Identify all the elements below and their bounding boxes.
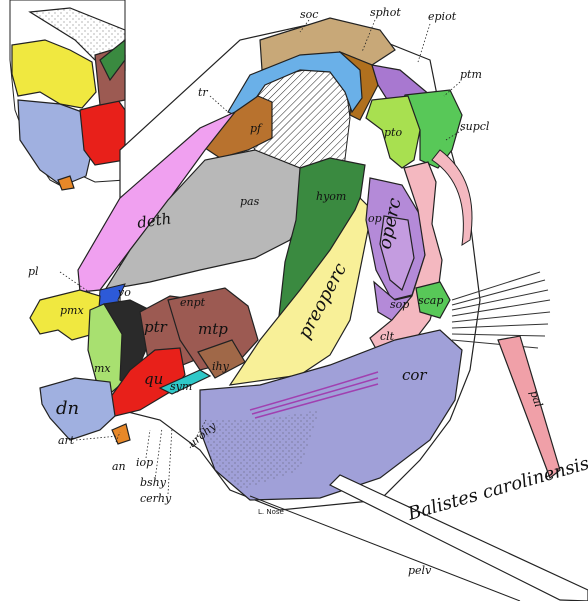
bone-dn bbox=[39, 377, 116, 441]
label-sphot: sphot bbox=[370, 6, 401, 19]
inset-view bbox=[9, 0, 126, 191]
label-deth: deth bbox=[136, 209, 172, 232]
label-sym: sym bbox=[170, 380, 192, 393]
bone-pal bbox=[497, 335, 561, 479]
bone-tr bbox=[227, 51, 363, 119]
label-mx: mx bbox=[94, 362, 111, 375]
label-pmx: pmx bbox=[60, 304, 84, 317]
label-pelv: pelv bbox=[408, 564, 432, 577]
bone-deth bbox=[77, 111, 236, 293]
label-an: an bbox=[112, 460, 126, 473]
bone-art bbox=[111, 423, 131, 445]
inset-dentary bbox=[17, 99, 93, 187]
label-clt: clt bbox=[380, 330, 395, 343]
cor-stipple bbox=[205, 410, 320, 490]
label-vo: vo bbox=[118, 286, 131, 299]
label-cor: cor bbox=[402, 366, 427, 384]
bone-scap bbox=[415, 281, 451, 319]
figure-title: Balistes carolinensis bbox=[405, 453, 588, 525]
label-op: op bbox=[368, 212, 382, 225]
label-ihy: ihy bbox=[212, 360, 230, 373]
label-bshy: bshy bbox=[140, 476, 167, 489]
label-enpt: enpt bbox=[180, 296, 206, 309]
inset-premaxilla bbox=[11, 39, 97, 109]
label-soc: soc bbox=[300, 8, 318, 21]
label-pto: pto bbox=[384, 126, 402, 139]
inset-hyom-strip bbox=[99, 38, 126, 82]
label-pal: pal bbox=[527, 389, 545, 410]
label-supcl: supcl bbox=[460, 120, 490, 133]
bone-operc-inner bbox=[379, 215, 415, 292]
label-scap: scap bbox=[418, 294, 443, 307]
label-art: art bbox=[58, 434, 75, 447]
bone-supcl bbox=[431, 149, 473, 246]
label-ptm: ptm bbox=[460, 68, 482, 81]
label-tr: tr bbox=[198, 86, 208, 99]
bone-pelv bbox=[328, 474, 588, 601]
label-hyom: hyom bbox=[316, 190, 346, 203]
branchiostegals bbox=[249, 371, 379, 419]
label-iop: iop bbox=[136, 456, 153, 469]
label-cerhy: cerhy bbox=[140, 492, 172, 505]
bone-sym bbox=[158, 369, 212, 395]
bone-ihy bbox=[197, 339, 246, 379]
label-dn: dn bbox=[56, 398, 79, 419]
label-qu: qu bbox=[144, 370, 163, 388]
bone-pto bbox=[365, 95, 421, 169]
bone-qu bbox=[109, 347, 186, 417]
label-ptr: ptr bbox=[144, 318, 168, 336]
label-pl: pl bbox=[28, 265, 39, 278]
bone-pmx bbox=[29, 289, 101, 341]
inset-articular bbox=[57, 175, 75, 191]
illustrator-signature: L. Nose bbox=[258, 508, 284, 516]
label-pas: pas bbox=[240, 195, 260, 208]
pectoral-fin-rays bbox=[451, 271, 551, 349]
label-epiot: epiot bbox=[428, 10, 457, 23]
label-mtp: mtp bbox=[198, 320, 228, 338]
label-sop: sop bbox=[390, 298, 409, 311]
label-pf: pf bbox=[250, 122, 263, 135]
